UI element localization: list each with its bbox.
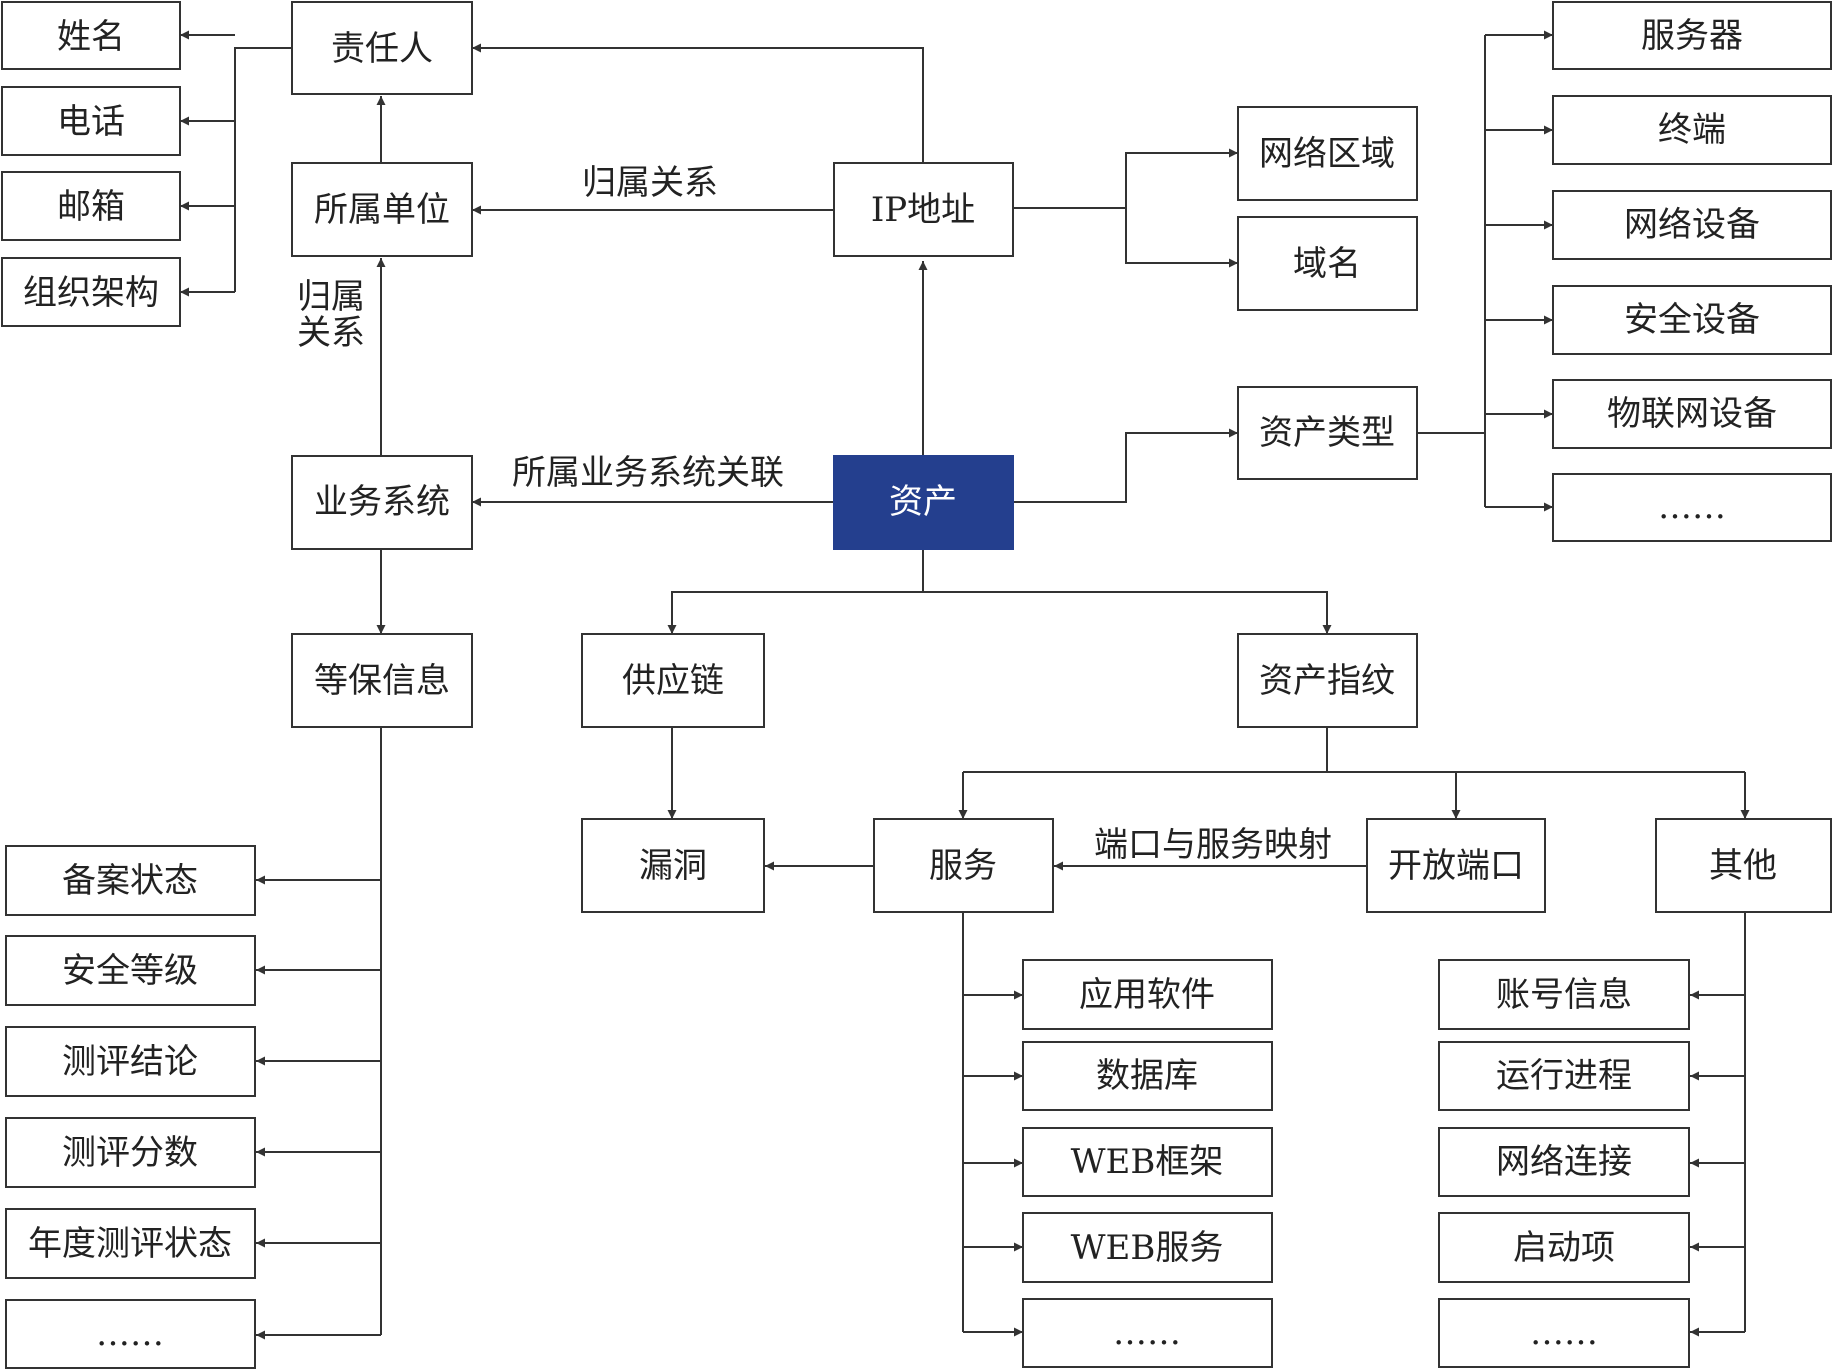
node-biz: 业务系统 [291, 455, 473, 550]
svg-text:IP地址: IP地址 [871, 190, 975, 230]
svg-text:服务器: 服务器 [1641, 16, 1743, 56]
node-unit: 所属单位 [291, 162, 473, 257]
node-iot: 物联网设备 [1552, 379, 1832, 449]
node-app: 应用软件 [1022, 959, 1273, 1030]
node-domain: 域名 [1237, 216, 1418, 311]
svg-text:年度测评状态: 年度测评状态 [28, 1224, 232, 1264]
svg-text:账号信息: 账号信息 [1496, 975, 1632, 1015]
svg-text:其他: 其他 [1709, 846, 1777, 886]
edge-label-port-service: 端口与服务映射 [1094, 825, 1332, 865]
svg-text:测评分数: 测评分数 [62, 1133, 198, 1173]
node-annual: 年度测评状态 [5, 1208, 256, 1279]
svg-text:所属单位: 所属单位 [314, 190, 450, 230]
node-email: 邮箱 [1, 171, 181, 241]
node-asset-type: 资产类型 [1237, 386, 1418, 480]
node-supply: 供应链 [581, 633, 765, 728]
svg-text:网络区域: 网络区域 [1259, 134, 1395, 174]
node-level: 安全等级 [5, 935, 256, 1006]
svg-text:……: …… [96, 1314, 164, 1354]
node-netconn: 网络连接 [1438, 1127, 1690, 1197]
edge-ip-zone [1013, 148, 1238, 209]
node-service: 服务 [873, 818, 1054, 913]
svg-text:网络连接: 网络连接 [1496, 1142, 1632, 1182]
node-fingerprint: 资产指纹 [1237, 633, 1418, 728]
edge-ip-domain [1125, 208, 1238, 268]
svg-text:电话: 电话 [57, 102, 125, 142]
svg-text:等保信息: 等保信息 [314, 661, 450, 701]
edge-label-biz-unit: 归属关系 [297, 277, 365, 353]
svg-text:安全等级: 安全等级 [62, 951, 198, 991]
svg-text:……: …… [1113, 1313, 1181, 1353]
node-name: 姓名 [1, 1, 181, 70]
node-other: 其他 [1655, 818, 1832, 913]
node-process: 运行进程 [1438, 1041, 1690, 1111]
edge-asset-split [671, 591, 1328, 634]
node-startup: 启动项 [1438, 1212, 1690, 1283]
node-db: 数据库 [1022, 1041, 1273, 1111]
svg-text:姓名: 姓名 [57, 17, 125, 57]
node-other-more: …… [1438, 1298, 1690, 1368]
edges [180, 30, 1750, 1340]
node-terminal: 终端 [1552, 95, 1832, 165]
svg-text:物联网设备: 物联网设备 [1607, 394, 1777, 434]
edge-type-trunk [1417, 35, 1486, 507]
svg-text:安全设备: 安全设备 [1624, 300, 1760, 340]
svg-text:终端: 终端 [1658, 110, 1726, 150]
svg-text:启动项: 启动项 [1513, 1228, 1615, 1268]
node-record: 备案状态 [5, 845, 256, 916]
svg-text:WEB服务: WEB服务 [1071, 1228, 1224, 1268]
node-conclusion: 测评结论 [5, 1026, 256, 1097]
node-mlps-more: …… [5, 1299, 256, 1369]
svg-text:数据库: 数据库 [1096, 1056, 1198, 1096]
svg-text:WEB框架: WEB框架 [1071, 1142, 1224, 1182]
svg-text:……: …… [1530, 1313, 1598, 1353]
svg-text:供应链: 供应链 [622, 661, 724, 701]
node-type-more: …… [1552, 473, 1832, 542]
edge-label-asset-biz: 所属业务系统关联 [512, 453, 784, 493]
svg-text:开放端口: 开放端口 [1388, 846, 1524, 886]
edge-label-line: 归属 [297, 277, 365, 317]
svg-text:漏洞: 漏洞 [639, 846, 707, 886]
edge-labels: 归属关系 归属关系 所属业务系统关联 端口与服务映射 [297, 163, 1332, 865]
svg-text:备案状态: 备案状态 [62, 861, 198, 901]
edge-label-line: 关系 [297, 313, 365, 353]
svg-text:资产: 资产 [889, 482, 957, 522]
node-phone: 电话 [1, 86, 181, 156]
svg-text:服务: 服务 [929, 846, 997, 886]
node-secdev: 安全设备 [1552, 285, 1832, 355]
node-websvc: WEB服务 [1022, 1212, 1273, 1283]
svg-text:……: …… [1658, 487, 1726, 527]
svg-text:网络设备: 网络设备 [1624, 205, 1760, 245]
svg-text:域名: 域名 [1293, 244, 1361, 284]
svg-text:资产类型: 资产类型 [1259, 413, 1395, 453]
node-org: 组织架构 [1, 257, 181, 327]
node-mlps: 等保信息 [291, 633, 473, 728]
node-account: 账号信息 [1438, 959, 1690, 1030]
node-owner: 责任人 [291, 1, 473, 95]
edge-label-ip-unit: 归属关系 [582, 163, 718, 203]
svg-text:业务系统: 业务系统 [314, 482, 450, 522]
svg-text:应用软件: 应用软件 [1079, 975, 1215, 1015]
svg-text:责任人: 责任人 [331, 29, 433, 69]
svg-text:资产指纹: 资产指纹 [1259, 661, 1395, 701]
svg-text:邮箱: 邮箱 [57, 187, 125, 227]
node-asset: 资产 [833, 455, 1014, 550]
edge-asset-type [1013, 428, 1238, 503]
node-netdev: 网络设备 [1552, 190, 1832, 260]
node-server: 服务器 [1552, 1, 1832, 70]
svg-text:组织架构: 组织架构 [23, 273, 159, 313]
node-zone: 网络区域 [1237, 106, 1418, 201]
node-webfw: WEB框架 [1022, 1127, 1273, 1197]
node-openport: 开放端口 [1366, 818, 1546, 913]
node-vuln: 漏洞 [581, 818, 765, 913]
svg-text:运行进程: 运行进程 [1496, 1056, 1632, 1096]
node-svc-more: …… [1022, 1298, 1273, 1368]
edge-ip-owner [472, 43, 924, 163]
node-score: 测评分数 [5, 1117, 256, 1188]
svg-text:测评结论: 测评结论 [62, 1042, 198, 1082]
node-ip: IP地址 [833, 162, 1014, 257]
edge-owner-fields [234, 47, 292, 292]
